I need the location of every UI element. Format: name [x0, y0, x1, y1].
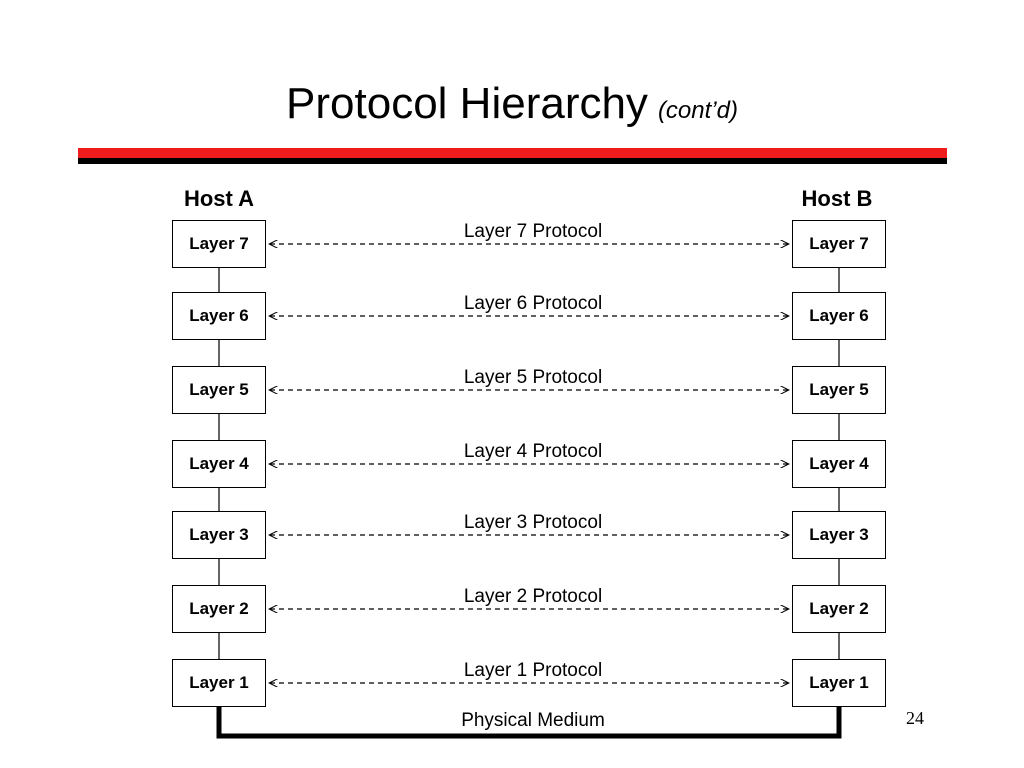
slide-title: Protocol Hierarchy (cont’d): [0, 78, 1024, 137]
layer-4-protocol-label: Layer 4 Protocol: [463, 441, 603, 462]
host-a-layer-4-box: Layer 4: [172, 440, 266, 488]
physical-medium-label: Physical Medium: [461, 710, 605, 731]
host-b-layer-7-box: Layer 7: [792, 220, 886, 268]
host-b-layer-6-box: Layer 6: [792, 292, 886, 340]
host-a-layer-3-box: Layer 3: [172, 511, 266, 559]
physical-medium-line: [216, 707, 842, 739]
layer-6-protocol-label: Layer 6 Protocol: [463, 293, 603, 314]
title-suffix: (cont’d): [657, 97, 738, 124]
layer-7-protocol-label: Layer 7 Protocol: [463, 221, 603, 242]
title-rule-black: [78, 158, 947, 164]
host-a-layer-7-box: Layer 7: [172, 220, 266, 268]
layer-2-protocol-label: Layer 2 Protocol: [463, 586, 603, 607]
title-main: Protocol Hierarchy: [286, 79, 648, 128]
page-number: 24: [906, 708, 924, 728]
host-b-layer-5-box: Layer 5: [792, 366, 886, 414]
host-b-heading: Host B: [801, 186, 873, 211]
host-a-layer-1-box: Layer 1: [172, 659, 266, 707]
host-b-layer-2-box: Layer 2: [792, 585, 886, 633]
layer-3-protocol-label: Layer 3 Protocol: [463, 512, 603, 533]
host-b-layer-3-box: Layer 3: [792, 511, 886, 559]
host-b-layer-4-box: Layer 4: [792, 440, 886, 488]
host-a-layer-5-box: Layer 5: [172, 366, 266, 414]
host-a-heading: Host A: [183, 186, 255, 211]
host-b-layer-1-box: Layer 1: [792, 659, 886, 707]
host-a-layer-6-box: Layer 6: [172, 292, 266, 340]
layer-1-protocol-label: Layer 1 Protocol: [463, 660, 603, 681]
host-a-layer-2-box: Layer 2: [172, 585, 266, 633]
layer-5-protocol-label: Layer 5 Protocol: [463, 367, 603, 388]
title-rule-red: [78, 148, 947, 158]
